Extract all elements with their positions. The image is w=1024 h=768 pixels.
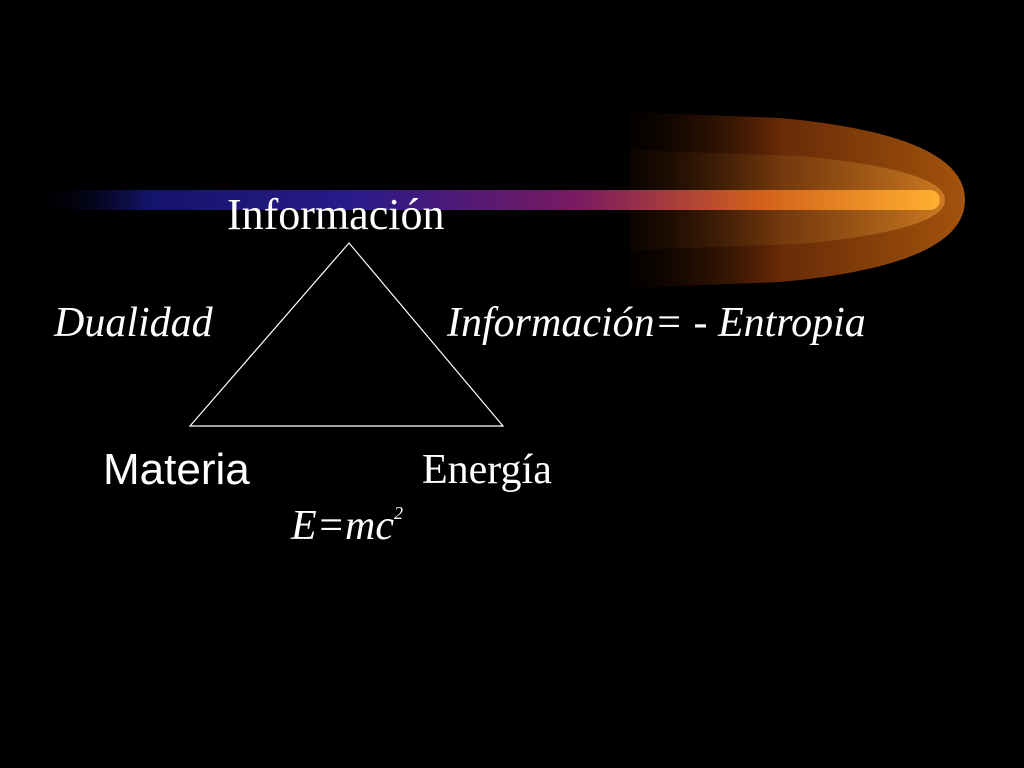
edge-label-dualidad: Dualidad: [54, 300, 213, 346]
edge-label-entropia: Información= - Entropia: [447, 300, 866, 346]
formula-exponent: 2: [393, 503, 403, 523]
vertex-label-materia: Materia: [103, 445, 250, 494]
triangle-outline: [188, 242, 505, 427]
vertex-label-informacion: Información: [227, 190, 445, 239]
formula-label: E=mc2: [291, 504, 403, 547]
formula-base: E=mc: [291, 503, 394, 549]
comet-tail: [40, 190, 940, 210]
vertex-label-energia: Energía: [422, 447, 552, 493]
